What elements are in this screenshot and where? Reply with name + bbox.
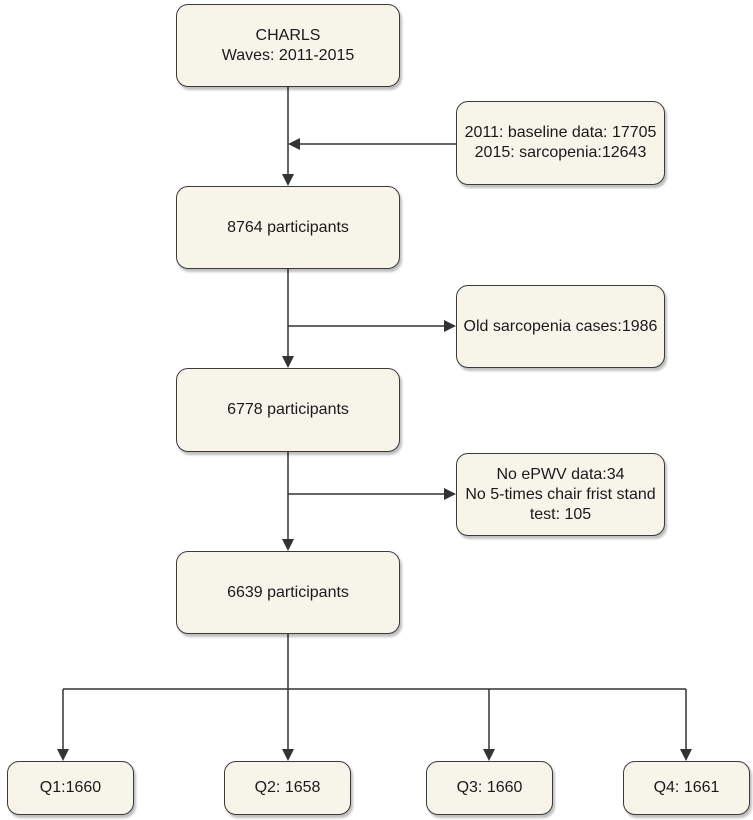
arrowhead-step3: [282, 539, 294, 551]
arrowhead-step1: [282, 174, 294, 186]
arrowhead-exclusion1: [444, 320, 456, 332]
step1-label: 8764 participants: [227, 218, 349, 236]
exclusion1-label: Old sarcopenia cases:1986: [463, 317, 658, 335]
arrowhead-q2: [282, 749, 294, 761]
quartile-label-q4: Q4: 1661: [653, 779, 720, 796]
exclusion1-box: Old sarcopenia cases:1986: [456, 285, 665, 368]
exclusion2-chair-stand: No 5-times chair frist stand: [465, 485, 656, 503]
arrowhead-q1: [57, 749, 69, 761]
arrowhead-inclusion: [288, 138, 300, 150]
arrowhead-q4: [680, 749, 692, 761]
quartile-box-q1: Q1:1660: [7, 761, 134, 815]
exclusion2-box: No ePWV data:34 No 5-times chair frist s…: [456, 453, 665, 536]
step1-box: 8764 participants: [176, 186, 400, 269]
step3-box: 6639 participants: [176, 551, 400, 634]
quartile-box-q4: Q4: 1661: [623, 761, 750, 815]
quartile-label-q2: Q2: 1658: [254, 779, 321, 796]
quartile-label-q3: Q3: 1660: [456, 779, 523, 796]
step2-box: 6778 participants: [176, 368, 400, 452]
step3-label: 6639 participants: [227, 583, 349, 601]
inclusion-sarcopenia: 2015: sarcopenia:12643: [474, 144, 647, 161]
source-waves: Waves: 2011-2015: [221, 46, 355, 64]
arrowhead-q3: [483, 749, 495, 761]
exclusion2-epwv: No ePWV data:34: [496, 465, 625, 483]
inclusion-baseline: 2011: baseline data: 17705: [464, 124, 657, 141]
source-title: CHARLS: [255, 26, 321, 44]
quartile-box-q3: Q3: 1660: [426, 761, 553, 815]
quartile-label-q1: Q1:1660: [39, 779, 102, 796]
step2-label: 6778 participants: [227, 401, 349, 418]
inclusion-box: 2011: baseline data: 17705 2015: sarcope…: [456, 101, 665, 185]
exclusion2-test: test: 105: [529, 505, 592, 523]
arrowhead-exclusion2: [444, 488, 456, 500]
quartile-box-q2: Q2: 1658: [224, 761, 351, 815]
source-box: CHARLS Waves: 2011-2015: [176, 4, 400, 87]
arrowhead-step2: [282, 356, 294, 368]
